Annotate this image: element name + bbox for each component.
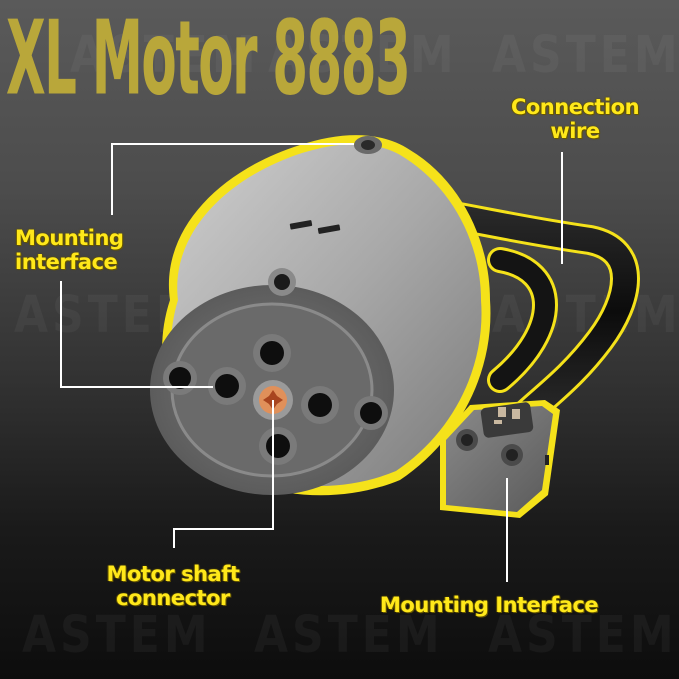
leader-line [111, 143, 113, 215]
label-mounting-interface: Mounting interface [15, 226, 124, 274]
motor-body [150, 135, 491, 496]
label-connection-wire: Connection wire [510, 95, 640, 143]
connector-plug [440, 400, 560, 518]
label-motor-shaft-connector: Motor shaft connector [106, 562, 240, 610]
leader-line [561, 152, 563, 264]
leader-line [111, 143, 354, 145]
label-mounting-interface-plug: Mounting Interface [380, 593, 599, 617]
leader-line [272, 400, 274, 529]
leader-line [506, 478, 508, 582]
product-title: XL Motor 8883 [6, 0, 411, 119]
leader-line [173, 528, 175, 548]
leader-line [60, 386, 213, 388]
leader-line [60, 281, 62, 388]
leader-line [173, 528, 274, 530]
